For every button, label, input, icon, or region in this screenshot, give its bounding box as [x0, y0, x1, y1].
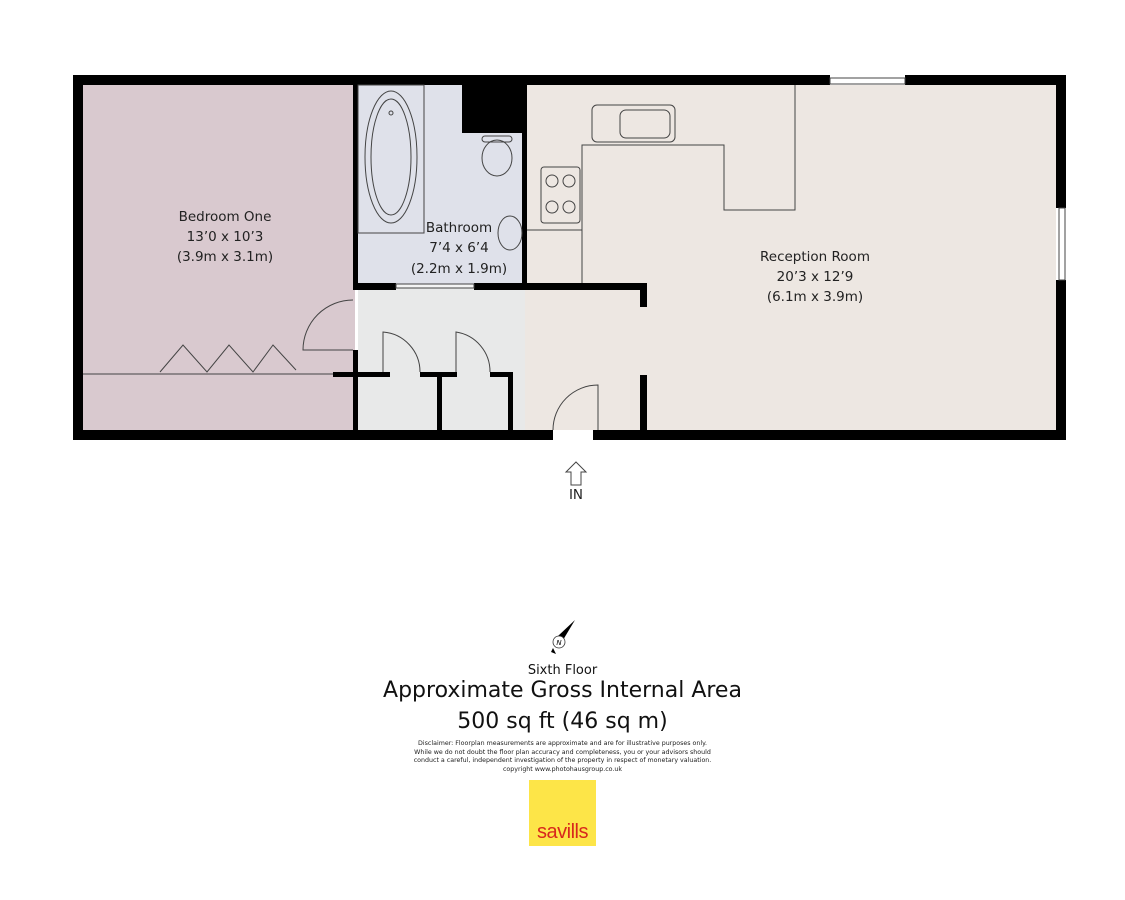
room-reception-label: Reception Room 20’3 x 12’9 (6.1m x 3.9m) — [760, 249, 870, 305]
room-name: Reception Room — [760, 249, 870, 265]
walls — [73, 75, 1066, 440]
svg-text:N: N — [556, 639, 562, 647]
area-value: 500 sq ft (46 sq m) — [457, 709, 668, 734]
disclaimer-line: conduct a careful, independent investiga… — [413, 757, 712, 764]
room-name: Bathroom — [426, 220, 492, 236]
disclaimer: Disclaimer: Floorplan measurements are a… — [0, 740, 1125, 774]
bedroom-floor — [83, 85, 355, 430]
room-bathroom-label: Bathroom 7’4 x 6’4 (2.2m x 1.9m) — [411, 220, 507, 277]
entrance-arrow-icon — [564, 461, 588, 486]
logo-text: savills — [537, 821, 588, 843]
room-size-metric: (3.9m x 3.1m) — [177, 249, 273, 265]
room-size-metric: (2.2m x 1.9m) — [411, 261, 507, 277]
area-title: Approximate Gross Internal Area — [383, 678, 742, 703]
savills-logo: savills — [529, 780, 596, 846]
room-size-imperial: 20’3 x 12’9 — [777, 269, 854, 285]
window-top — [829, 77, 906, 85]
room-size-metric: (6.1m x 3.9m) — [767, 289, 863, 305]
disclaimer-line: While we do not doubt the floor plan acc… — [414, 748, 711, 756]
compass-icon: N — [551, 620, 575, 654]
room-name: Bedroom One — [179, 209, 272, 225]
copyright: copyright www.photohausgroup.co.uk — [502, 765, 623, 773]
entrance-label: IN — [569, 487, 583, 503]
room-size-imperial: 7’4 x 6’4 — [429, 240, 489, 256]
disclaimer-line: Disclaimer: Floorplan measurements are a… — [418, 740, 707, 747]
window-right — [1058, 207, 1066, 281]
room-size-imperial: 13’0 x 10’3 — [187, 229, 264, 245]
room-bedroom-label: Bedroom One 13’0 x 10’3 (3.9m x 3.1m) — [177, 209, 273, 265]
fixtures — [83, 77, 1066, 486]
floor-name: Sixth Floor — [527, 663, 598, 678]
